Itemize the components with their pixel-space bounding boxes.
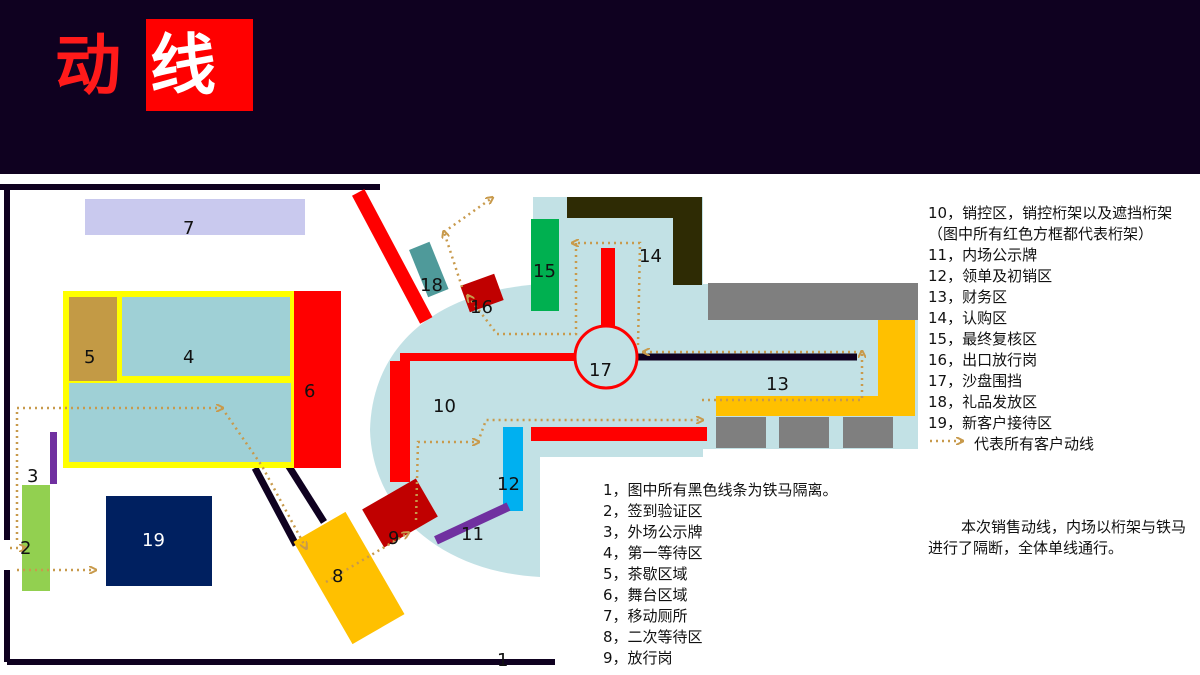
legend-item: 16，出口放行岗 [928,351,1038,369]
legend-item: 12，领单及初销区 [928,267,1053,285]
truss-red-lines [390,248,707,482]
zone-7-mobile-toilet [85,199,305,235]
legend-item: 17，沙盘围挡 [928,372,1023,390]
floor-plan: 7 5 4 6 3 2 19 8 9 18 16 15 14 17 10 13 … [0,184,1200,671]
zone-3-outdoor-notice [50,432,57,484]
zone-label: 10 [433,396,456,417]
zone-label: 17 [589,360,612,381]
zone-label: 1 [497,650,508,671]
zone-label: 4 [183,347,194,368]
title-highlight-text: 线 [150,27,216,104]
zone-label: 11 [461,524,484,545]
legend-item: 13，财务区 [928,288,1008,306]
legend-item: 9，放行岗 [603,649,673,667]
zone-19-new-customer [106,496,212,586]
legend-item: 4，第一等待区 [603,544,703,562]
zone-label: 3 [27,466,38,487]
zone-label: 15 [533,261,556,282]
legend-item: 1，图中所有黑色线条为铁马隔离。 [603,481,838,499]
legend-item: 7，移动厕所 [603,607,688,625]
legend-item: 8，二次等待区 [603,628,703,646]
legend-item: 6，舞台区域 [603,586,688,604]
zone-11-indoor-notice [434,502,511,545]
zone-label: 16 [470,297,493,318]
truss-diagonal [352,189,433,324]
zone-label: 12 [497,474,520,495]
legend-item: 代表所有客户动线 [974,435,1095,453]
zone-label: 5 [84,347,95,368]
legend-item: 11，内场公示牌 [928,246,1038,264]
zone-17-sand-table [573,324,639,390]
zone-14-subscription [567,197,702,285]
legend-right: 10，销控区，销控桁架以及遮挡桁架（图中所有红色方框都代表桁架） 11，内场公示… [928,203,1190,455]
barrier-lines [0,184,857,665]
zone-label: 7 [183,218,194,239]
legend-item: 10，销控区，销控桁架以及遮挡桁架（图中所有红色方框都代表桁架） [928,204,1173,243]
zone-2-checkin [22,485,50,591]
legend-bottom: 1，图中所有黑色线条为铁马隔离。 2，签到验证区 3，外场公示牌 4，第一等待区… [603,480,838,669]
zone-label: 18 [420,275,443,296]
zone-9-release-post [362,478,438,548]
title-highlight-box [146,19,253,111]
legend-item: 14，认购区 [928,309,1008,327]
flow-note: 本次销售动线，内场以桁架与铁马进行了隔断，全体单线通行。 [928,518,1187,557]
legend-item: 15，最终复核区 [928,330,1038,348]
zone-18-gift-area [409,241,449,298]
legend-item: 19，新客户接待区 [928,414,1053,432]
title-prefix: 动 [55,27,121,104]
gray-counters [708,283,918,448]
customer-flow-paths [10,198,862,584]
legend-item: 3，外场公示牌 [603,523,703,541]
zone-13-finance [716,320,915,416]
zone-label: 14 [639,246,662,267]
legend-item: 5，茶歇区域 [603,565,688,583]
zone-label: 13 [766,374,789,395]
legend-item: 18，礼品发放区 [928,393,1038,411]
zone-labels: 7 5 4 6 3 2 19 8 9 18 16 15 14 17 10 13 … [20,218,789,671]
zone-label: 8 [332,566,343,587]
zone-12-order-area [503,427,523,511]
zone-label: 2 [20,538,31,559]
zone-label: 6 [304,381,315,402]
zone-label: 9 [388,528,399,549]
zone-15-final-review [531,219,559,311]
zone-8-second-waiting [293,511,405,645]
zone-6-stage [294,291,341,468]
legend-item: 2，签到验证区 [603,502,703,520]
zone-label: 19 [142,530,165,551]
